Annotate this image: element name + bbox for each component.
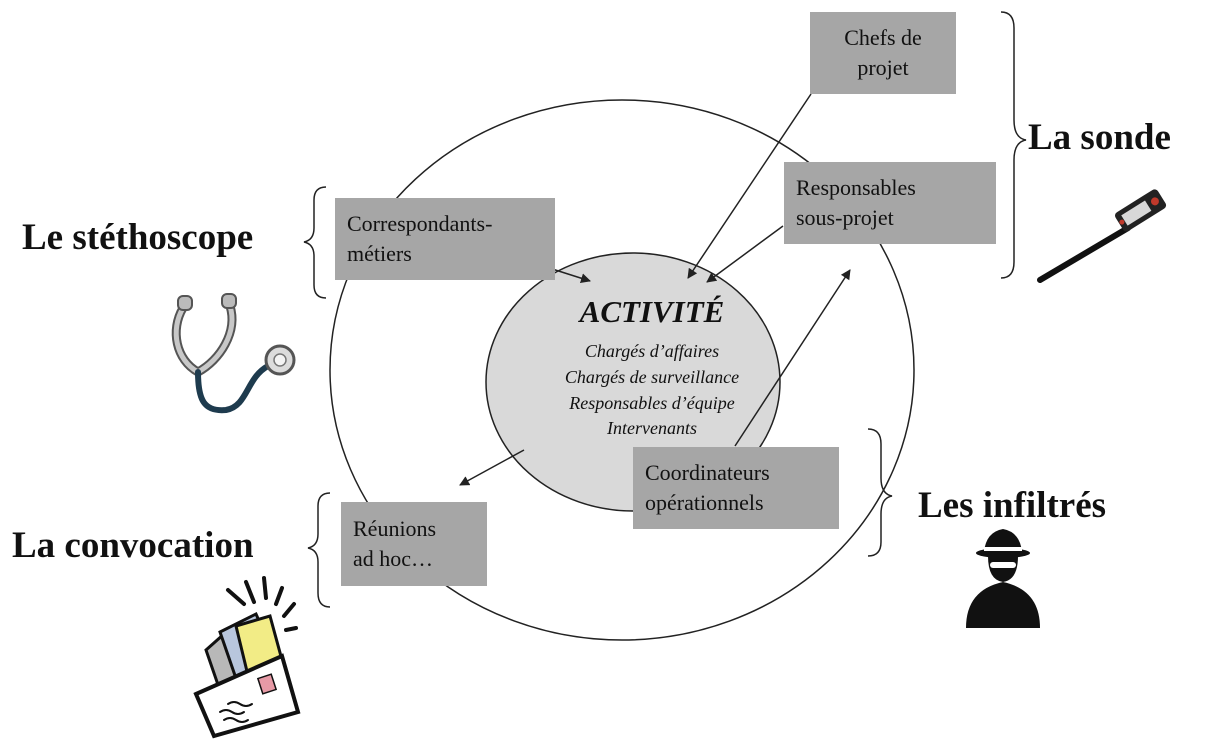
activity-title: ACTIVITÉ bbox=[579, 294, 725, 329]
label-le-stethoscope: Le stéthoscope bbox=[22, 217, 254, 258]
spy-icon bbox=[966, 529, 1040, 628]
label-la-sonde: La sonde bbox=[1028, 117, 1171, 158]
envelope-letter-icon bbox=[193, 576, 301, 739]
box-line: ad hoc… bbox=[353, 546, 434, 571]
box-line: sous-projet bbox=[796, 205, 894, 230]
box-reunions-ad-hoc: Réunions ad hoc… bbox=[341, 502, 487, 586]
box-line: Correspondants- bbox=[347, 211, 493, 236]
box-line: projet bbox=[857, 55, 909, 80]
box-correspondants-metiers: Correspondants- métiers bbox=[335, 198, 555, 280]
activity-item: Chargés d’affaires bbox=[584, 341, 720, 361]
box-line: métiers bbox=[347, 241, 412, 266]
activity-item: Chargés de surveillance bbox=[564, 367, 740, 387]
box-responsables-sous-projet: Responsables sous-projet bbox=[784, 162, 996, 244]
outer-circle bbox=[329, 99, 915, 641]
brace-stethoscope bbox=[303, 186, 327, 299]
box-line: opérationnels bbox=[645, 490, 764, 515]
label-la-convocation: La convocation bbox=[12, 525, 254, 566]
activity-item: Intervenants bbox=[607, 418, 697, 438]
box-line: Réunions bbox=[353, 516, 437, 541]
box-chefs-de-projet: Chefs de projet bbox=[810, 12, 956, 94]
arrow-coordinateurs-to-responsables bbox=[734, 269, 851, 447]
box-line: Coordinateurs bbox=[645, 460, 770, 485]
box-line: Responsables bbox=[796, 175, 916, 200]
box-coordinateurs-operationnels: Coordinateurs opérationnels bbox=[633, 447, 839, 529]
brace-convocation bbox=[307, 492, 331, 608]
brace-infiltres bbox=[867, 428, 893, 557]
arrow-chefs-to-core bbox=[687, 93, 812, 279]
box-line: Chefs de bbox=[844, 25, 922, 50]
thermometer-probe-icon bbox=[1037, 189, 1167, 283]
label-les-infiltres: Les infiltrés bbox=[918, 485, 1107, 526]
stethoscope-icon bbox=[171, 293, 296, 414]
arrow-core-to-reunions bbox=[459, 449, 525, 486]
arrow-responsables-to-core bbox=[706, 225, 784, 283]
brace-sonde bbox=[1000, 11, 1027, 279]
activity-item: Responsables d’équipe bbox=[569, 393, 735, 413]
